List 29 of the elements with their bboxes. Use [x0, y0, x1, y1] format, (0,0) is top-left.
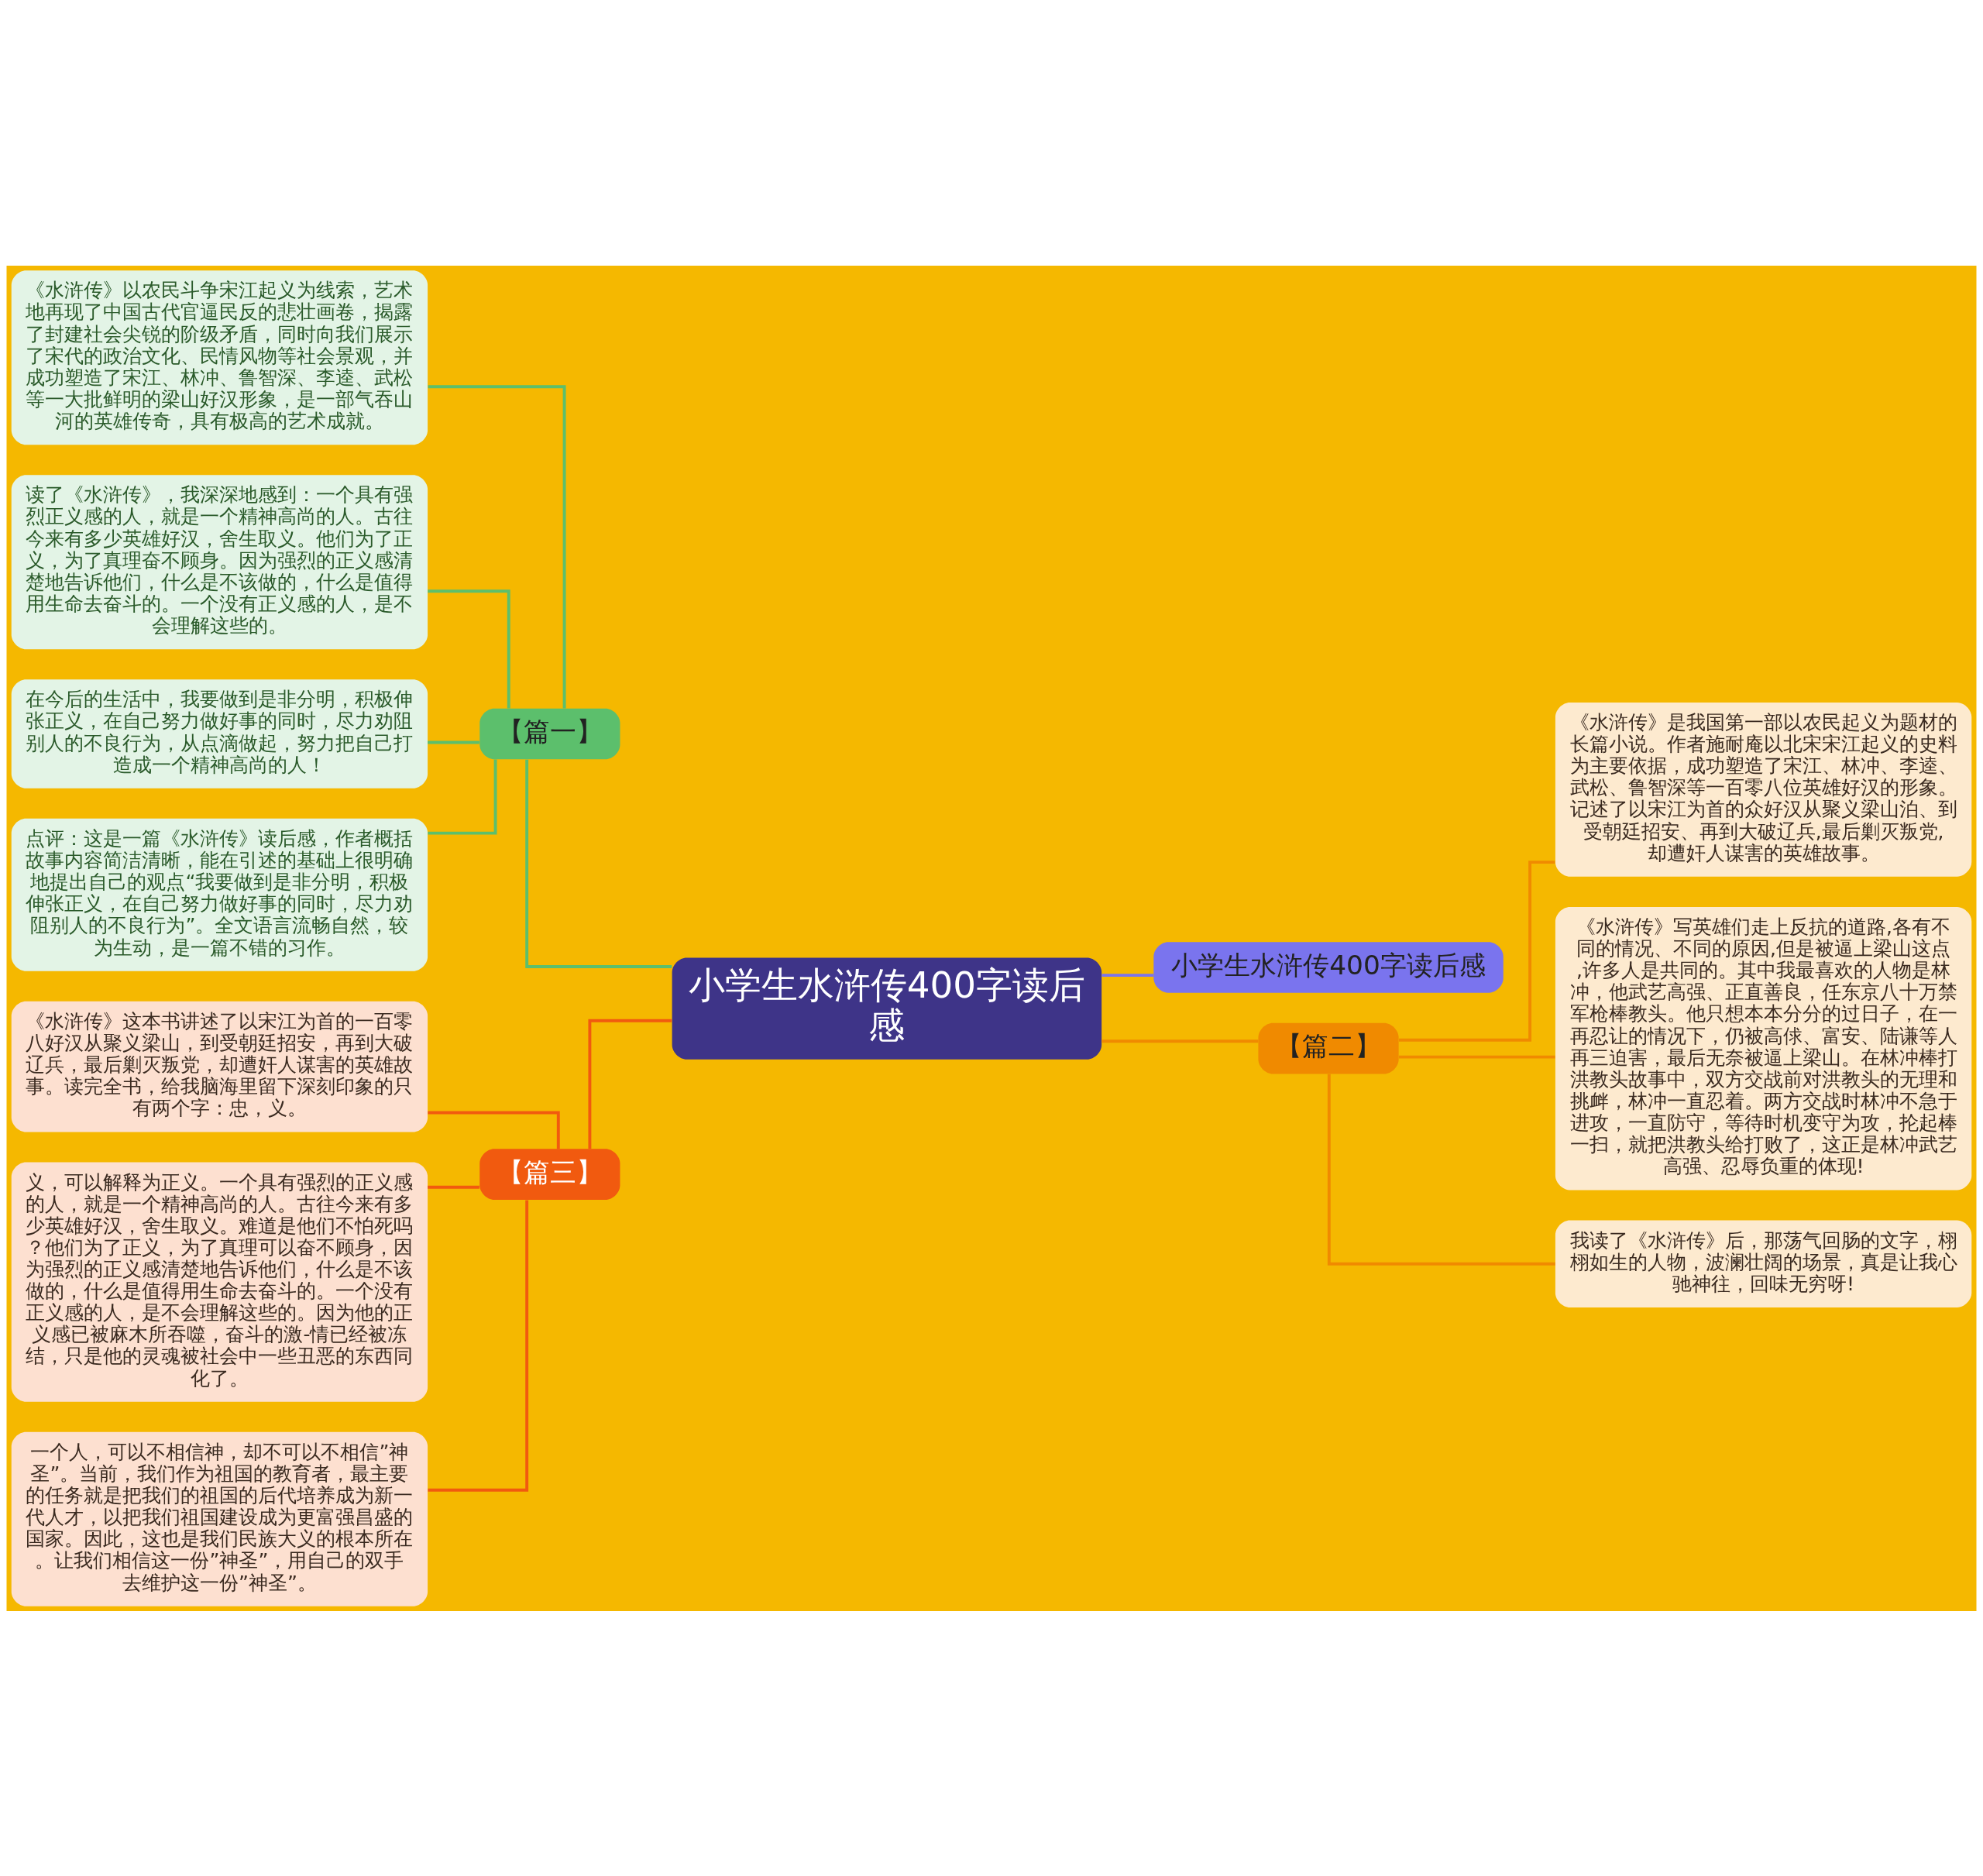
node-box: 《水浒传》写英雄们走上反抗的道路,各有不同的情况、不同的原因,但是被逼上梁山这点,许多人是共同的。其中我最喜欢的人物是林冲，他武艺高强、正直善良，任东京八十万禁军枪棒教头。他只想本本分分的过日子，在一再忍让的情况下，仍被高俅、富安、陆谦等人再三迫害，最后无奈被逼上梁山。在林冲棒打洪教头故事中，双方交战前对洪教头的无理和挑衅，林冲一直忍着。两方交战时林冲不急于进攻，一直防守，等待时机变守为攻，抡起棒一扫，就把洪教头给打败了，这正是林冲武艺高强、忍辱负重的体现!	[1555, 906, 1972, 1190]
connector	[428, 759, 497, 835]
connector	[428, 740, 479, 744]
connector	[525, 759, 672, 968]
node-box: 【篇一】	[479, 708, 620, 759]
node-box: 一个人，可以不相信神，却不可以不相信”神圣”。当前，我们作为祖国的教育者，最主要的任务就是把我们的祖国的后代培养成为新一代人才，以把我们祖国建设成为更富强昌盛的国家。因此，这也是我们民族大义的根本所在。让我们相信这一份”神圣”，用自己的双手去维护这一份”神圣”。	[11, 1431, 428, 1606]
node-box: 点评：这是一篇《水浒传》读后感，作者概括故事内容简洁清晰，能在引述的基础上很明确地提出自己的观点“我要做到是非分明，积极伸张正义，在自己努力做好事的同时，尽力劝阻别人的不良行为”。全文语言流畅自然，较为生动，是一篇不错的习作。	[11, 818, 428, 971]
connector	[1101, 1039, 1259, 1043]
node-box: 读了《水浒传》，我深深地感到：一个具有强烈正义感的人，就是一个精神高尚的人。古往今来有多少英雄好汉，舍生取义。他们为了正义，为了真理奋不顾身。因为强烈的正义感清楚地告诉他们，什么是不该做的，什么是值得用生命去奋斗的。一个没有正义感的人，是不会理解这些的。	[11, 474, 428, 649]
connector	[428, 1111, 560, 1149]
connector	[428, 1199, 529, 1492]
connector	[1101, 973, 1154, 977]
node-box: 义，可以解释为正义。一个具有强烈的正义感的人，就是一个精神高尚的人。古往今来有多少英雄好汉，舍生取义。难道是他们不怕死吗？他们为了正义，为了真理可以奋不顾身，因为强烈的正义感清楚地告诉他们，什么是不该做的，什么是值得用生命去奋斗的。一个没有正义感的人，是不会理解这些的。因为他的正义感已被麻木所吞噬，奋斗的激-情已经被冻结，只是他的灵魂被社会中一些丑恶的东西同化了。	[11, 1162, 428, 1402]
connector	[1399, 860, 1555, 1042]
node-box: 《水浒传》这本书讲述了以宋江为首的一百零八好汉从聚义梁山，到受朝廷招安，再到大破辽兵，最后剿灭叛党，却遭奸人谋害的英雄故事。读完全书，给我脑海里留下深刻印象的只有两个字：忠，义。	[11, 1001, 428, 1132]
node-box: 小学生水浒传400字读后感	[1153, 941, 1504, 993]
node-box: 《水浒传》以农民斗争宋江起义为线索，艺术地再现了中国古代官逼民反的悲壮画卷，揭露了封建社会尖锐的阶级矛盾，同时向我们展示了宋代的政治文化、民情风物等社会景观，并成功塑造了宋江、林冲、鲁智深、李逵、武松等一大批鲜明的梁山好汉形象，是一部气吞山河的英雄传奇，具有极高的艺术成就。	[11, 270, 428, 445]
node-box: 《水浒传》是我国第一部以农民起义为题材的长篇小说。作者施耐庵以北宋宋江起义的史料为主要依据，成功塑造了宋江、林冲、李逵、武松、鲁智深等一百零八位英雄好汉的形象。记述了以宋江为首的众好汉从聚义梁山泊、到受朝廷招安、再到大破辽兵,最后剿灭叛党,却遭奸人谋害的英雄故事。	[1555, 702, 1972, 877]
connector	[428, 384, 566, 709]
connector	[428, 1185, 479, 1189]
node-box: 【篇二】	[1258, 1022, 1399, 1074]
connector	[1327, 1074, 1555, 1266]
node-box: 【篇三】	[479, 1148, 620, 1200]
node-box: 在今后的生活中，我要做到是非分明，积极伸张正义，在自己努力做好事的同时，尽力劝阻别人的不良行为，从点滴做起，努力把自己打造成一个精神高尚的人！	[11, 679, 428, 789]
connector	[428, 589, 510, 709]
connector	[588, 1019, 672, 1149]
node-box: 小学生水浒传400字读后感	[672, 957, 1102, 1060]
connector	[1398, 1055, 1555, 1059]
node-box: 我读了《水浒传》后，那荡气回肠的文字，栩栩如生的人物，波澜壮阔的场景，真是让我心驰神往，回味无穷呀!	[1555, 1219, 1972, 1307]
